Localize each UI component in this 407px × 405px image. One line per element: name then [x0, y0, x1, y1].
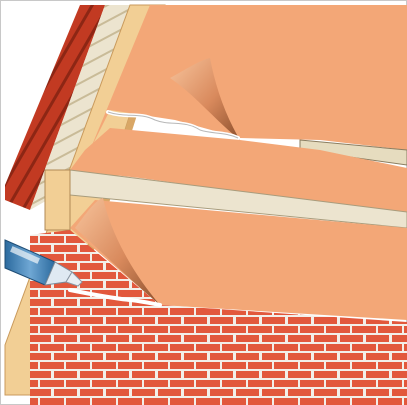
wall-plate-end: [45, 170, 70, 230]
